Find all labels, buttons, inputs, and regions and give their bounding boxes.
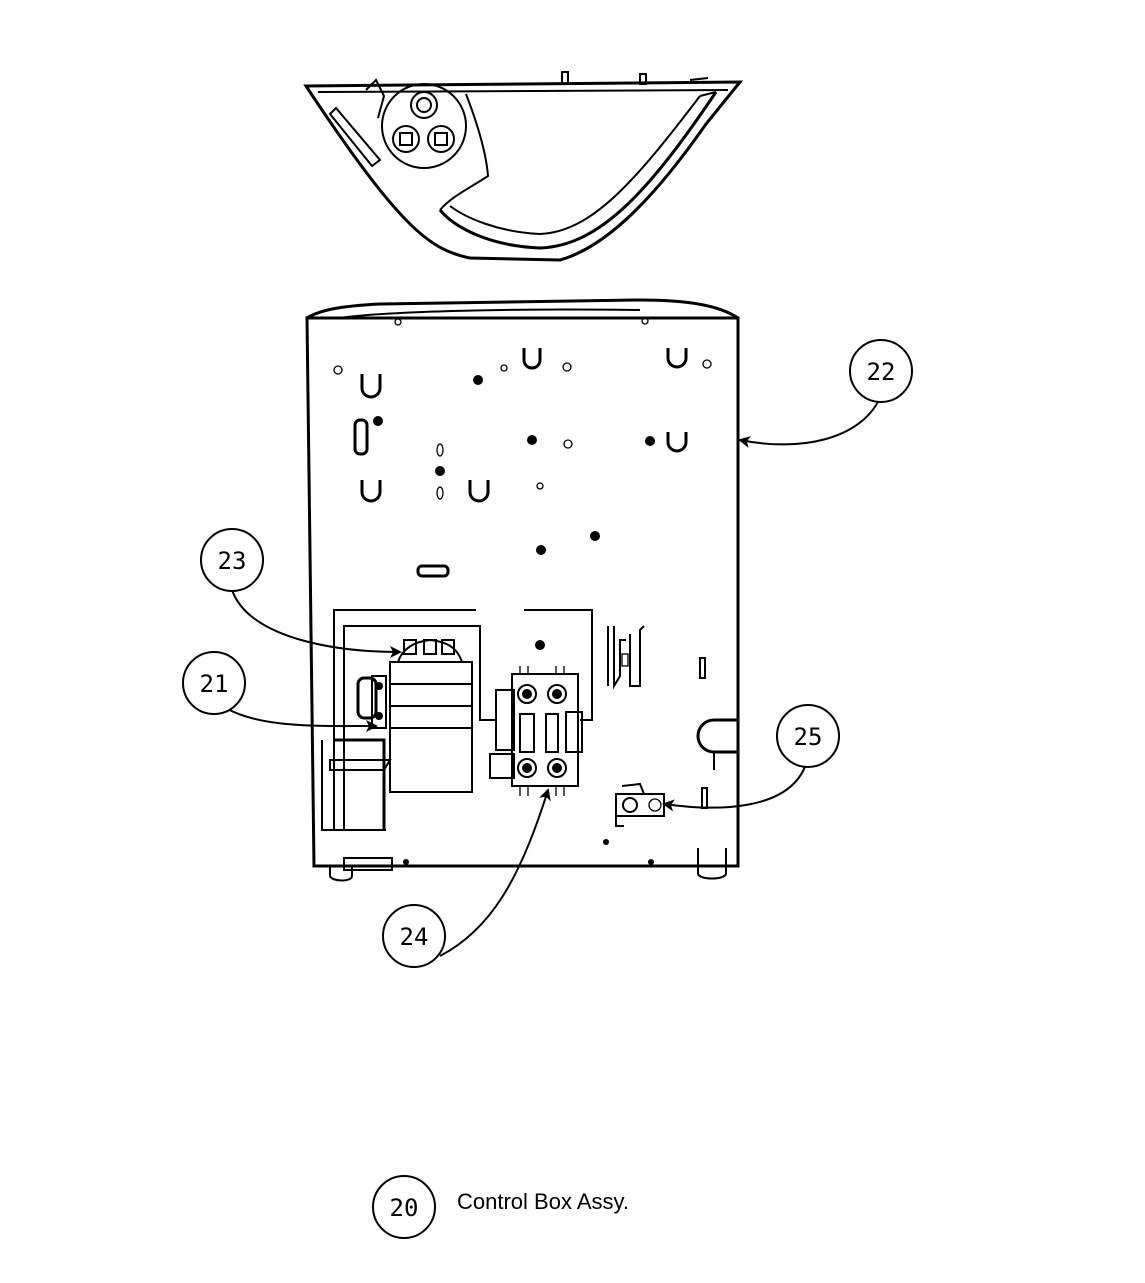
leader-arrows [225, 397, 881, 957]
callout-21: 21 [182, 651, 246, 715]
callout-24: 24 [382, 904, 446, 968]
callout-25: 25 [776, 704, 840, 768]
ground-lug [615, 782, 665, 827]
callout-22: 22 [849, 339, 913, 403]
contactor [489, 640, 583, 796]
callout-23-label: 23 [218, 547, 247, 575]
callout-25-label: 25 [794, 723, 823, 751]
legend-label: Control Box Assy. [457, 1189, 629, 1214]
legend: 20 Control Box Assy. [372, 1175, 629, 1239]
callout-21-label: 21 [200, 670, 229, 698]
capacitor [356, 638, 473, 793]
callout-22-label: 22 [867, 358, 896, 386]
control-box-panel [305, 298, 740, 882]
control-box-top-view [303, 71, 744, 262]
mounting-holes [333, 359, 712, 555]
callout-20-label: 20 [390, 1194, 419, 1222]
callout-23: 23 [200, 528, 264, 592]
callout-24-label: 24 [400, 923, 429, 951]
keyhole-slots [360, 348, 688, 503]
